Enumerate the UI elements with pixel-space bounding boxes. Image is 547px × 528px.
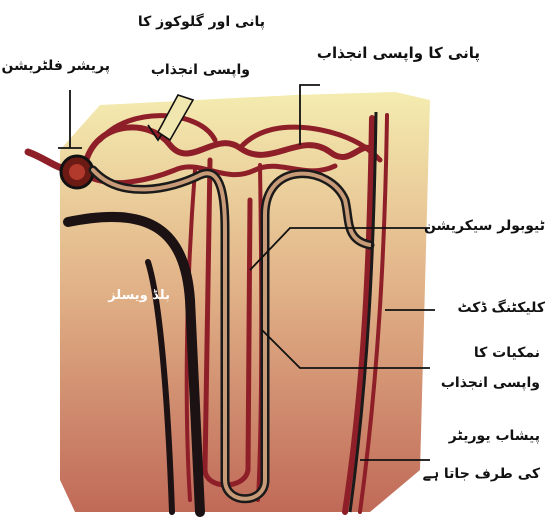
label-water-reabsorption: پانی کا واپسی انجذاب: [310, 44, 480, 63]
label-salts-reabsorption-2: واپسی انجذاب: [430, 375, 540, 393]
label-urine-to-ureter-2: کی طرف جاتا ہے: [400, 466, 540, 484]
label-water-glucose-reabsorption-1: پانی اور گلوکوز کا: [150, 14, 265, 32]
label-salts-reabsorption-1: نمکیات کا: [440, 345, 540, 363]
label-collecting-duct: کلیکٹنگ ڈکٹ: [420, 300, 545, 318]
label-water-glucose-reabsorption-2: واپسی انجذاب: [150, 62, 250, 80]
label-urine-to-ureter-1: پیشاب یوریٹر: [420, 428, 540, 446]
label-blood-vessels: بلڈ ویسلز: [80, 288, 170, 304]
glomerulus: [61, 156, 93, 188]
label-tubular-secretion: ٹیوبولر سیکریشن: [420, 218, 545, 236]
label-pressure-filtration: پریشر فلٹریشن: [0, 58, 110, 76]
